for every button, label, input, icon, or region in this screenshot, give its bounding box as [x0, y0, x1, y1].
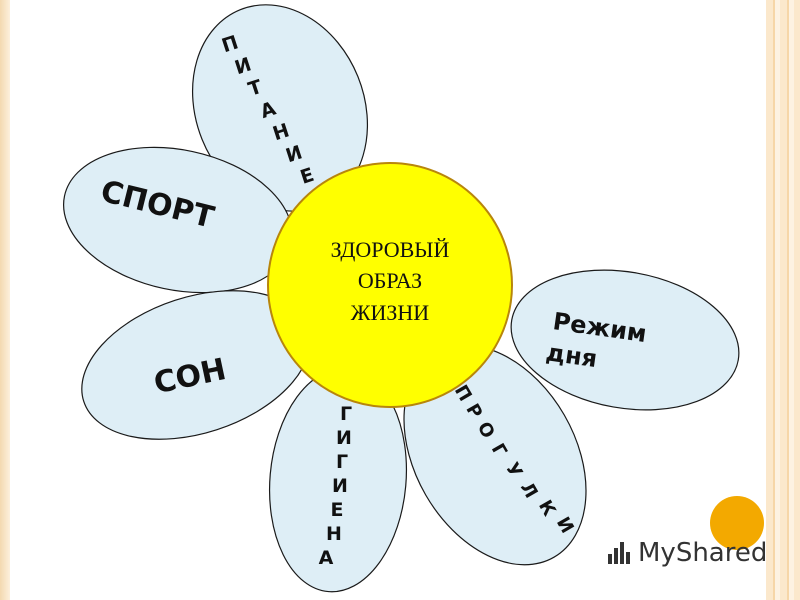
gigiena-letter: Г — [340, 403, 352, 425]
accent-dot — [710, 496, 764, 550]
myshared-logo-icon — [606, 540, 632, 566]
pitanie-letter: Н — [270, 119, 292, 145]
gigiena-letter: Н — [326, 523, 342, 545]
label-gigiena: Г И Г И Е Н А — [319, 403, 352, 569]
gigiena-letter: И — [336, 427, 352, 449]
watermark-text: MyShared — [638, 538, 768, 568]
center-text-line2: ОБРАЗ — [358, 268, 422, 293]
label-pitanie: П И Т А Н И Е — [219, 31, 317, 188]
gigiena-letter: Е — [331, 499, 344, 521]
center-text-line1: ЗДОРОВЫЙ — [331, 237, 450, 262]
gigiena-letter: А — [319, 547, 334, 569]
pitanie-letter: Е — [298, 164, 317, 189]
petal-rezhim — [510, 269, 740, 411]
flower-center — [267, 162, 513, 408]
slide-frame-left — [0, 0, 10, 600]
pitanie-letter: П — [219, 31, 241, 57]
gigiena-letter: И — [332, 475, 348, 497]
center-text-line3: ЖИЗНИ — [351, 300, 430, 325]
myshared-watermark: MyShared — [606, 538, 767, 568]
gigiena-letter: Г — [336, 451, 348, 473]
pitanie-letter: А — [258, 97, 279, 123]
pitanie-letter: И — [283, 141, 305, 167]
pitanie-letter: И — [232, 53, 254, 79]
slide-frame-right — [766, 0, 800, 600]
